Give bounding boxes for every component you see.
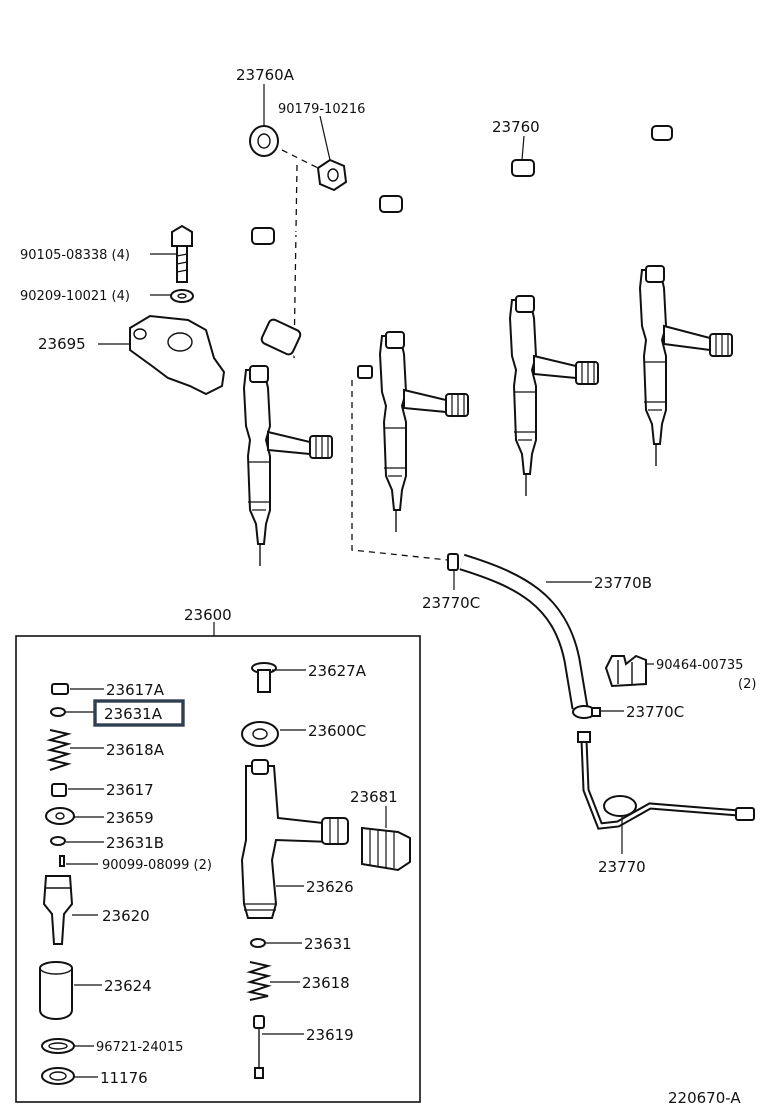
label-23770B: 23770B (594, 574, 652, 592)
part-icon-23631B (50, 836, 66, 846)
label-23770C-bottom: 23770C (626, 703, 684, 721)
label-23600C: 23600C (308, 722, 366, 740)
label-23618: 23618 (302, 974, 350, 992)
label-23617A: 23617A (106, 681, 165, 699)
label-90099-08099: 90099-08099 (2) (102, 858, 212, 873)
label-23618A: 23618A (106, 741, 165, 759)
hose-23770B (459, 553, 589, 710)
label-23619: 23619 (306, 1026, 354, 1044)
part-icon-23617A (51, 683, 69, 695)
washer-23760A (249, 125, 279, 157)
part-icon-96721 (41, 1038, 75, 1054)
label-23627A: 23627A (308, 662, 367, 680)
injector-1 (242, 365, 333, 566)
part-icon-11176 (41, 1067, 75, 1085)
label-23631: 23631 (304, 935, 352, 953)
label-23617: 23617 (106, 781, 154, 799)
label-23626: 23626 (306, 878, 354, 896)
part-icon-23627A (251, 662, 277, 693)
label-90464-qty: (2) (738, 677, 756, 692)
clip-90464 (604, 654, 647, 688)
part-icon-23620 (42, 875, 74, 945)
washer-90209 (170, 289, 194, 303)
label-23659: 23659 (106, 809, 154, 827)
label-23695: 23695 (38, 335, 86, 353)
label-23760: 23760 (492, 118, 540, 136)
injector-2 (378, 331, 469, 532)
fuel-pipe-23760 (227, 125, 673, 379)
label-23760A: 23760A (236, 66, 295, 84)
label-96721-24015: 96721-24015 (96, 1040, 183, 1055)
part-icon-23619 (253, 1015, 265, 1079)
part-icon-23617 (51, 783, 67, 797)
highlight-box-23631A (93, 699, 185, 727)
label-90209-10021: 90209-10021 (4) (20, 289, 130, 304)
label-23681: 23681 (350, 788, 398, 806)
part-icon-90099 (59, 855, 65, 867)
label-90179-10216: 90179-10216 (278, 102, 365, 117)
part-icon-23618 (246, 961, 272, 1001)
nut-90179 (316, 158, 348, 192)
part-icon-23681 (361, 826, 411, 872)
label-23631A: 23631A (104, 705, 163, 723)
part-icon-23626 (240, 759, 349, 919)
clamp-23695 (129, 314, 226, 396)
bolt-90105 (171, 224, 193, 283)
part-icon-23659 (45, 807, 75, 825)
return-pipe-23770 (577, 731, 755, 830)
clamp-23770C-bottom (572, 705, 601, 719)
label-23620: 23620 (102, 907, 150, 925)
label-90464-00735: 90464-00735 (656, 658, 743, 673)
injector-kit-box (15, 635, 421, 1103)
label-11176: 11176 (100, 1069, 148, 1087)
label-23631B: 23631B (106, 834, 164, 852)
label-90105-08338: 90105-08338 (4) (20, 248, 130, 263)
label-23770C-top: 23770C (422, 594, 480, 612)
part-icon-23631A (50, 707, 66, 717)
injector-4 (638, 265, 733, 466)
part-icon-23631 (250, 938, 266, 948)
part-icon-23624 (39, 961, 73, 1020)
label-23624: 23624 (104, 977, 152, 995)
label-23770: 23770 (598, 858, 646, 876)
injector-3 (508, 295, 599, 496)
part-icon-23618A (46, 729, 72, 771)
figure-code: 220670-A (668, 1089, 741, 1107)
label-23600: 23600 (184, 606, 232, 624)
part-icon-23600C (241, 721, 279, 747)
plug-23770C-top (447, 553, 459, 571)
ref-dash-vertical-2 (351, 380, 449, 561)
